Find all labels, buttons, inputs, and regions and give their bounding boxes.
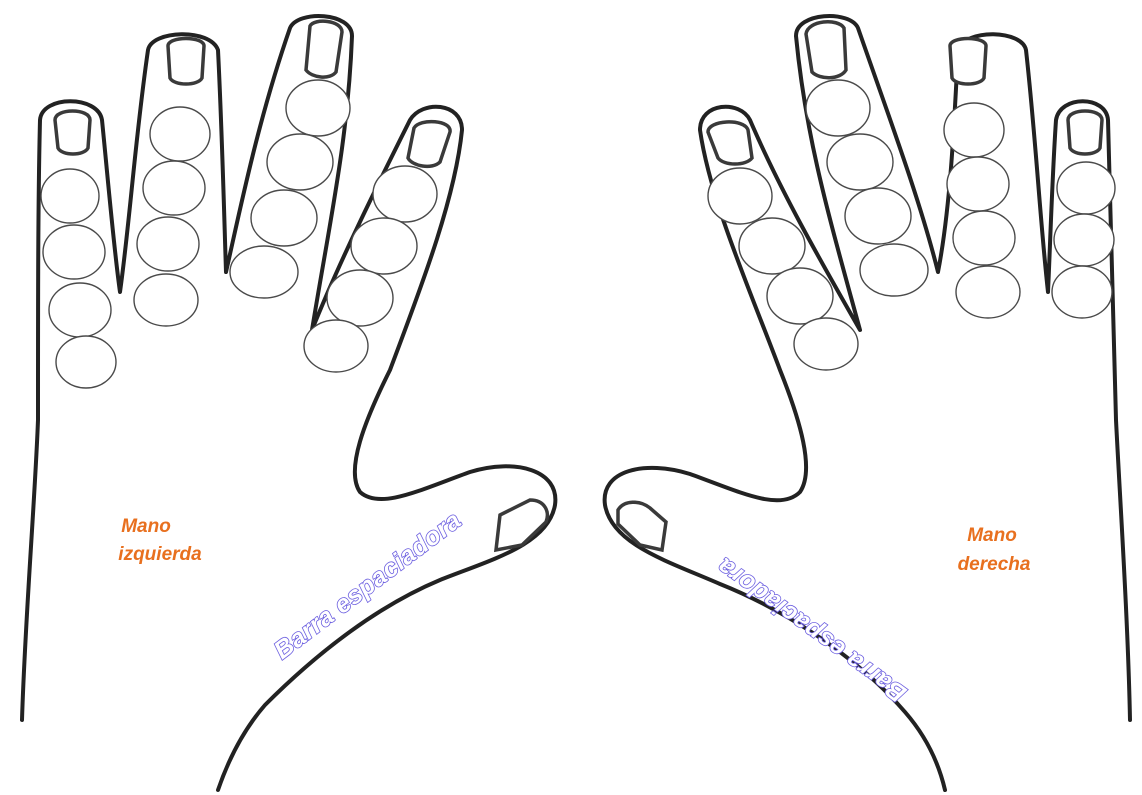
right-pinky-keys	[1052, 162, 1115, 318]
right-middle-nail	[806, 22, 846, 78]
left-hand-label-line1: Mano	[121, 516, 171, 537]
left-pinky-nail	[55, 111, 90, 154]
left-hand-label-line2: izquierda	[118, 544, 202, 565]
left-hand: Mano izquierda Barra espaciadora	[22, 16, 555, 790]
left-ring-nail	[168, 39, 204, 85]
right-pinky-nail	[1068, 111, 1102, 154]
right-ring-nail	[950, 39, 986, 85]
right-hand: Mano derecha Barra espaciadora	[605, 16, 1130, 790]
left-hand-outline	[22, 16, 555, 790]
right-hand-label-line2: derecha	[958, 554, 1031, 575]
left-middle-nail	[306, 21, 342, 77]
right-hand-label-line1: Mano	[967, 525, 1017, 546]
